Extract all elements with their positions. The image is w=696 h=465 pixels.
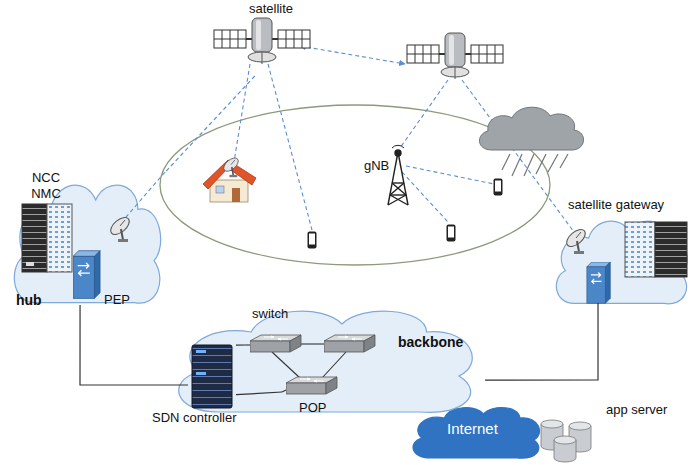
hub-cloud: hub NCC NMC PEP xyxy=(5,172,167,312)
gnb-tower xyxy=(392,183,406,195)
house-icon xyxy=(221,155,240,177)
app-server-cylinders xyxy=(554,440,576,462)
wire-connector xyxy=(485,310,598,380)
cloud-shape xyxy=(556,221,687,304)
node-label: POP xyxy=(299,400,326,416)
storm-cloud xyxy=(479,107,583,176)
app-server-cylinders xyxy=(541,424,563,450)
phone-icon xyxy=(447,225,456,242)
cloud-shape xyxy=(413,408,539,459)
cloud-shape xyxy=(14,185,160,303)
node-label: gNB xyxy=(364,158,389,174)
gnb-tower xyxy=(395,150,401,156)
house-icon xyxy=(203,155,256,202)
dashed-links xyxy=(233,64,250,168)
gnb-tower xyxy=(388,195,406,205)
dashed-links xyxy=(120,46,574,232)
phone-icon xyxy=(494,179,503,196)
gnb-node: gNB xyxy=(362,150,417,208)
storm-cloud xyxy=(479,107,583,150)
backbone-cloud: backbone switchSDN controllerPOP xyxy=(160,300,485,420)
house-icon xyxy=(203,160,256,189)
house-icon xyxy=(232,188,240,202)
node-label: app server xyxy=(606,402,667,418)
satellite-icon xyxy=(214,18,310,64)
node-label: PEP xyxy=(104,292,130,308)
storm-cloud xyxy=(512,154,522,176)
coverage-ellipse xyxy=(160,105,550,265)
storm-cloud xyxy=(524,154,534,176)
sdn-controller-node: SDN controller xyxy=(188,340,236,412)
app-server-cylinders xyxy=(541,420,563,428)
satellite-icon xyxy=(407,33,503,79)
node-label: satellite gateway xyxy=(568,197,664,213)
node-label: NCC NMC xyxy=(26,170,66,202)
house-icon xyxy=(216,186,224,193)
switch-node: switch xyxy=(246,305,300,355)
gnb-tower xyxy=(398,152,408,205)
dashed-links xyxy=(300,46,405,64)
storm-cloud xyxy=(548,154,558,172)
app-server-cylinders xyxy=(569,422,591,430)
node-label: Internet xyxy=(447,421,498,437)
dashed-links xyxy=(462,80,574,232)
app-server-cylinders xyxy=(554,436,576,444)
gnb-tower xyxy=(388,145,408,205)
node-label: switch xyxy=(252,306,288,322)
cloud-outline xyxy=(548,212,693,310)
app-server-cylinders xyxy=(541,420,591,462)
app-server-node: app server xyxy=(535,402,670,462)
gnb-tower xyxy=(392,145,404,148)
dashed-links xyxy=(268,64,312,230)
dashed-links xyxy=(400,80,448,148)
node-label: SDN controller xyxy=(152,410,237,426)
pep-node: PEP xyxy=(72,250,134,305)
storm-cloud xyxy=(560,154,568,168)
node-label: satellite xyxy=(249,1,293,17)
gnb-tower xyxy=(390,183,404,195)
app-server-cylinders xyxy=(569,426,591,452)
wire-connector xyxy=(80,305,188,385)
storm-cloud xyxy=(502,154,510,170)
dashed-links xyxy=(406,166,494,184)
gnb-tower xyxy=(390,194,406,195)
internet-cloud: Internet xyxy=(405,402,545,462)
house-icon xyxy=(210,180,248,202)
gateway-cloud: satellite gateway xyxy=(548,212,693,310)
satellite-node: satellite xyxy=(222,4,302,76)
storm-cloud xyxy=(502,154,568,176)
cloud-shape xyxy=(179,311,473,412)
cloud-outline xyxy=(5,172,167,312)
satellite-link xyxy=(165,76,254,172)
node-label: backbone xyxy=(398,334,463,350)
gnb-tower xyxy=(392,182,404,183)
node-label: hub xyxy=(16,292,42,308)
gnb-tower xyxy=(390,195,408,205)
storm-cloud xyxy=(536,154,546,174)
server-node: NCC NMC xyxy=(18,170,74,274)
gnb-tower xyxy=(388,152,398,205)
pop-node: POP xyxy=(282,372,338,422)
dashed-links xyxy=(402,172,448,222)
phone-icon xyxy=(308,232,317,249)
